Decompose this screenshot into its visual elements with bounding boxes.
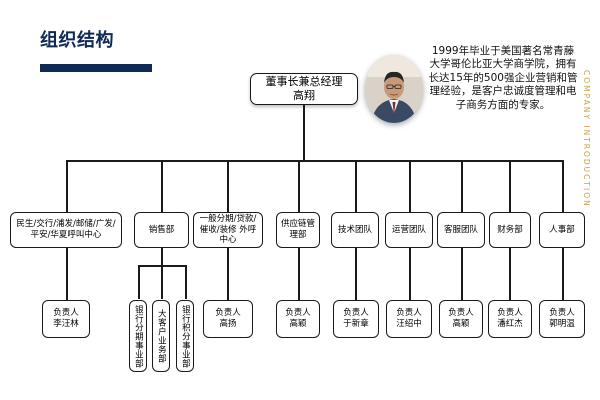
connector-leader-8	[562, 247, 564, 300]
leader-call-center: 负责人 李汪林	[42, 300, 90, 338]
connector-dept-9	[562, 160, 564, 213]
dept-tech-team: 技术团队	[331, 212, 379, 248]
dept-outbound-center: 一般分期/贷款/催收/装修 外呼中心	[193, 212, 263, 248]
dept-ops-team: 运营团队	[385, 212, 433, 248]
dept-supply-chain: 供应链管理部	[276, 212, 320, 248]
connector-leader-2	[227, 247, 229, 300]
dept-sales: 销售部	[134, 212, 189, 248]
side-caption: COMPANY INTRODUCTION	[576, 70, 591, 208]
executive-photo	[365, 55, 423, 123]
connector-sales-unit-2	[161, 265, 163, 299]
sales-unit-points: 银行积分事业部	[176, 300, 194, 372]
connector-exec-down	[303, 105, 305, 160]
executive-name: 高翔	[293, 89, 315, 102]
executive-bio: 1999年毕业于美国著名常青藤大学哥伦比亚大学商学院，拥有长达15年的500强企…	[428, 45, 578, 111]
connector-leader-5	[409, 247, 411, 300]
side-caption-line2: INTRODUCTION	[582, 125, 591, 208]
connector-dept-3	[227, 160, 229, 213]
page-title: 组织结构	[40, 30, 114, 51]
leader-finance: 负责人 潘红杰	[488, 300, 532, 338]
dept-hr: 人事部	[539, 212, 585, 248]
leader-outbound-center: 负责人 高扬	[203, 300, 253, 338]
leader-tech-team: 负责人 于新章	[333, 300, 379, 338]
connector-leader-6	[461, 247, 463, 300]
leader-service-team: 负责人 高颖	[439, 300, 483, 338]
connector-leader-1	[66, 247, 68, 300]
sales-unit-installment: 银行分期事业部	[129, 300, 147, 372]
sales-unit-key-accounts: 大客户业务部	[152, 300, 170, 372]
connector-dept-4	[298, 160, 300, 213]
connector-dept-1	[66, 160, 68, 213]
connector-sales-unit-1	[138, 265, 140, 299]
connector-leader-7	[509, 247, 511, 300]
connector-dept-2	[161, 160, 163, 213]
connector-horizontal-bus	[66, 160, 563, 162]
connector-sales-down	[161, 247, 163, 265]
leader-ops-team: 负责人 汪绍中	[386, 300, 432, 338]
title-underline	[40, 64, 152, 72]
connector-dept-7	[461, 160, 463, 213]
executive-box: 董事长兼总经理 高翔	[250, 73, 358, 105]
connector-dept-5	[355, 160, 357, 213]
leader-supply-chain: 负责人 高颖	[276, 300, 320, 338]
dept-service-team: 客服团队	[437, 212, 485, 248]
dept-finance: 财务部	[489, 212, 531, 248]
executive-title: 董事长兼总经理	[265, 75, 343, 89]
side-caption-line1: COMPANY	[582, 70, 591, 121]
connector-dept-6	[409, 160, 411, 213]
connector-leader-3	[298, 247, 300, 300]
connector-leader-4	[355, 247, 357, 300]
dept-call-center: 民生/交行/浦发/邮储/广发/平安/华夏呼叫中心	[10, 212, 122, 248]
leader-hr: 负责人 郭明温	[539, 300, 585, 338]
connector-dept-8	[509, 160, 511, 213]
connector-sales-unit-3	[185, 265, 187, 299]
